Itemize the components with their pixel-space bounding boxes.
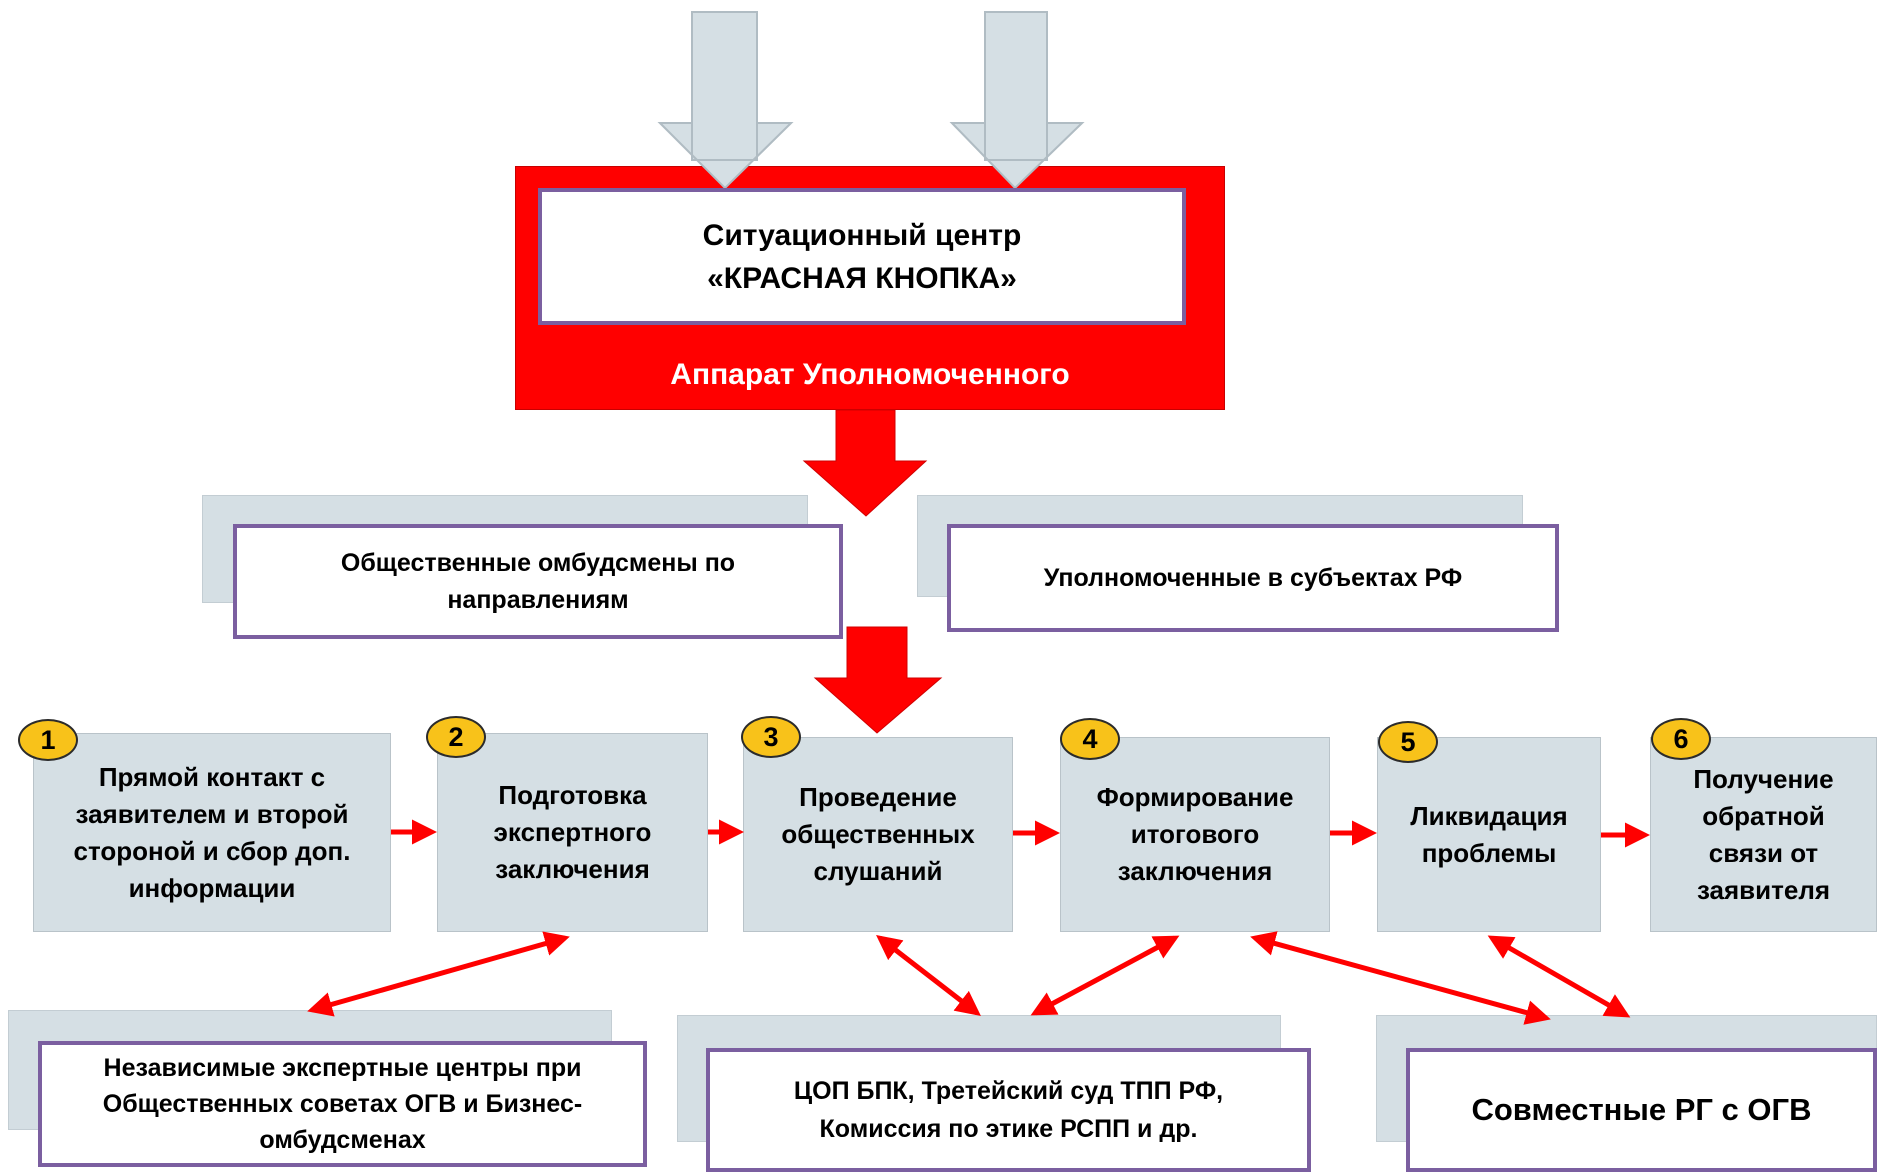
ombudsmen-box: Общественные омбудсмены по направлениям <box>233 524 843 639</box>
arbitration-box: ЦОП БПК, Третейский суд ТПП РФ, Комиссия… <box>706 1048 1311 1172</box>
step-label-2: Подготовка экспертного заключения <box>493 780 652 884</box>
step-box-4: Формирование итогового заключения <box>1060 737 1330 932</box>
step-label-6: Получение обратной связи от заявителя <box>1693 763 1834 905</box>
step-box-1: Прямой контакт с заявителем и второй сто… <box>33 733 391 932</box>
center-title: Ситуационный центр «КРАСНАЯ КНОПКА» <box>702 218 1022 295</box>
step-label-5: Ликвидация проблемы <box>1410 800 1568 868</box>
regional-commissioners-label: Уполномоченные в субъектах РФ <box>1043 563 1463 592</box>
step-label-4: Формирование итогового заключения <box>1096 782 1294 886</box>
step-badge-1: 1 <box>18 719 78 761</box>
expert-centers-label: Независимые экспертные центры при Общест… <box>102 1054 583 1154</box>
expert-centers-box: Независимые экспертные центры при Общест… <box>38 1041 647 1167</box>
step-badge-3: 3 <box>741 716 801 758</box>
joint-groups-label: Совместные РГ с ОГВ <box>1471 1092 1812 1127</box>
step-label-1: Прямой контакт с заявителем и второй сто… <box>73 761 351 903</box>
ombudsmen-label: Общественные омбудсмены по направлениям <box>340 548 736 614</box>
step-box-2: Подготовка экспертного заключения <box>437 733 708 932</box>
step-box-3: Проведение общественных слушаний <box>743 737 1013 932</box>
step-label-3: Проведение общественных слушаний <box>781 782 975 886</box>
incoming-arrow-right <box>949 11 1085 190</box>
center-subtitle: Аппарат Уполномоченного <box>670 358 1070 391</box>
step-box-6: Получение обратной связи от заявителя <box>1650 737 1877 932</box>
step-box-5: Ликвидация проблемы <box>1377 737 1601 932</box>
arbitration-label: ЦОП БПК, Третейский суд ТПП РФ, Комиссия… <box>793 1077 1224 1143</box>
step-badge-2: 2 <box>426 716 486 758</box>
joint-groups-box: Совместные РГ с ОГВ <box>1406 1048 1877 1172</box>
step-badge-6: 6 <box>1651 718 1711 760</box>
step-badge-4: 4 <box>1060 718 1120 760</box>
step-badge-5: 5 <box>1378 721 1438 763</box>
regional-commissioners-box: Уполномоченные в субъектах РФ <box>947 524 1559 632</box>
incoming-arrow-left <box>657 11 794 190</box>
center-title-box: Ситуационный центр «КРАСНАЯ КНОПКА» <box>538 188 1186 325</box>
